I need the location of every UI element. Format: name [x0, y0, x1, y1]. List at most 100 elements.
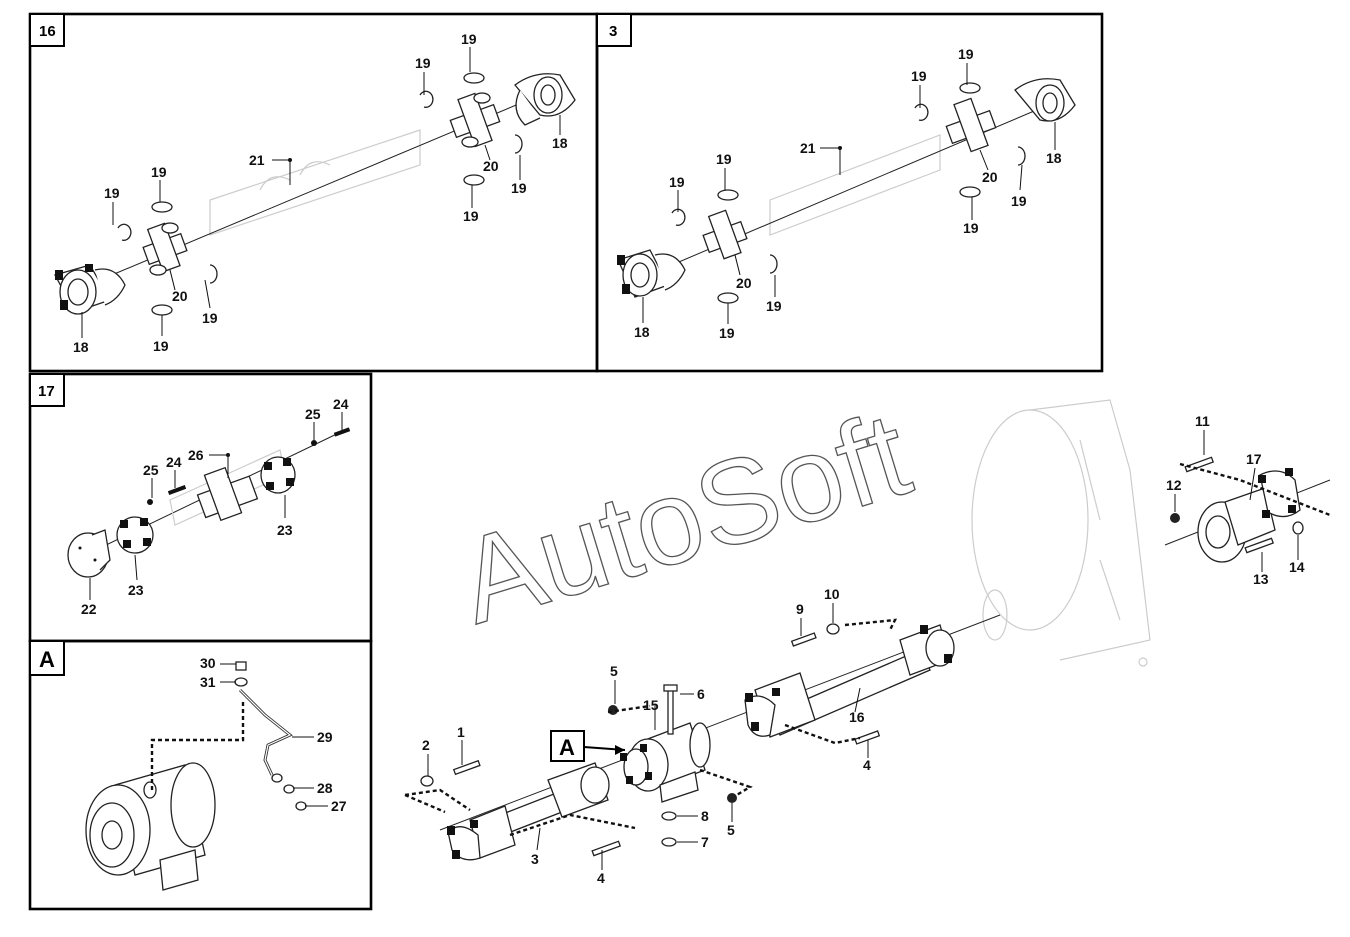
part-label: 15 [643, 697, 659, 713]
inset-3: 3 [595, 12, 1104, 373]
snap-ring-icon [914, 103, 929, 121]
snap-ring-icon [419, 90, 434, 108]
inset-A: A 30 31 29 28 27 [28, 639, 373, 911]
part-label: 19 [511, 180, 527, 196]
part-label: 18 [73, 339, 89, 355]
assembly-line-dashed [844, 618, 898, 631]
part-label: 19 [716, 151, 732, 167]
spider-cross-upper-16 [449, 92, 501, 148]
part-label: 5 [727, 822, 735, 838]
part-label: 30 [200, 655, 216, 671]
main-driveline: A 11 17 12 13 14 9 10 16 4 5 15 6 2 [404, 399, 1331, 886]
part-label: 18 [552, 135, 568, 151]
part-label: 6 [697, 686, 705, 702]
part-label: 4 [863, 757, 871, 773]
snap-ring-icon [1017, 146, 1026, 166]
part-label: 23 [128, 582, 144, 598]
flange-yoke-lower-3 [617, 249, 686, 298]
snap-ring-icon [209, 264, 218, 284]
snap-ring-icon [151, 201, 173, 213]
assembly-line-dashed [1179, 462, 1331, 517]
part-label: 21 [249, 152, 265, 168]
bolt-icon [167, 427, 351, 495]
part-label: 20 [982, 169, 998, 185]
part-label: 19 [415, 55, 431, 71]
callout-A-box [550, 730, 585, 762]
washer-icon [1292, 521, 1304, 535]
lube-line-dashed [150, 700, 245, 790]
part-label: 31 [200, 674, 216, 690]
snap-ring-icon [117, 223, 132, 241]
part-label: 19 [153, 338, 169, 354]
washer-icon [826, 623, 840, 635]
washer-icon [420, 775, 434, 787]
drive-shaft-3 [447, 762, 610, 861]
assembly-line-dashed [509, 813, 636, 837]
part-label: 16 [849, 709, 865, 725]
snap-ring-icon [671, 208, 686, 226]
inset-3-tag: 3 [609, 23, 617, 40]
grease-tube-A [234, 661, 307, 811]
snap-ring-icon [959, 186, 981, 198]
assembly-line-dashed [784, 723, 861, 745]
part-label: 14 [1289, 559, 1305, 575]
part-label: 20 [483, 158, 499, 174]
inset-3-frame [595, 12, 1104, 373]
inset-17: 17 [28, 372, 373, 643]
assembly-line-dashed [404, 788, 471, 811]
part-label: 5 [610, 663, 618, 679]
washer-icon [661, 837, 677, 847]
part-label: 1 [457, 724, 465, 740]
bearing-housing-A [85, 762, 216, 891]
spider-cross-upper-3 [945, 97, 997, 153]
inset-17-tag: 17 [38, 383, 55, 400]
flex-coupling-right-17 [260, 456, 296, 494]
part-label: 19 [911, 68, 927, 84]
part-label: 19 [1011, 193, 1027, 209]
part-label: 19 [719, 325, 735, 341]
flange-yoke-lower-16 [54, 264, 126, 315]
snap-ring-icon [151, 304, 173, 316]
inset-16: 16 [28, 12, 599, 373]
part-label: 20 [172, 288, 188, 304]
part-label: 18 [1046, 150, 1062, 166]
snap-ring-icon [769, 254, 778, 274]
watermark-text: AutoSoft [444, 387, 923, 650]
part-label: 11 [1195, 413, 1210, 429]
nut-icon [727, 793, 737, 803]
part-label: 29 [317, 729, 333, 745]
snap-ring-icon [717, 189, 739, 201]
callout-A-tag: A [559, 735, 575, 760]
snap-ring-icon [463, 174, 485, 186]
inset-A-frame [28, 639, 373, 911]
part-label: 18 [634, 324, 650, 340]
part-label: 10 [824, 586, 840, 602]
part-label: 13 [1253, 571, 1269, 587]
part-label: 19 [766, 298, 782, 314]
part-label: 22 [81, 601, 97, 617]
spider-cross-lower-3 [702, 209, 748, 260]
transmission-housing-ghost [971, 399, 1151, 667]
part-label: 3 [531, 851, 539, 867]
part-label: 7 [701, 834, 709, 850]
assembly-line-dashed [404, 793, 446, 814]
drive-shaft-16 [744, 624, 955, 738]
flange-yoke-upper-16 [514, 73, 576, 126]
centering-flange-17 [67, 529, 111, 578]
snap-ring-icon [463, 72, 485, 84]
part-label: 8 [701, 808, 709, 824]
flange-yoke-upper-3 [1014, 78, 1076, 122]
flex-coupling-17-main [1197, 468, 1301, 563]
part-label: 19 [202, 310, 218, 326]
snap-ring-icon [959, 82, 981, 94]
washer-icon [661, 811, 677, 821]
bolt-icon [452, 456, 1275, 857]
inset-A-tag: A [39, 647, 55, 672]
assembly-line-dashed [699, 768, 753, 798]
part-label: 27 [331, 798, 347, 814]
part-label: 19 [104, 185, 120, 201]
inset-16-tag: 16 [39, 23, 56, 40]
part-label: 2 [422, 737, 430, 753]
snap-ring-icon [514, 134, 523, 154]
part-label: 19 [463, 208, 479, 224]
